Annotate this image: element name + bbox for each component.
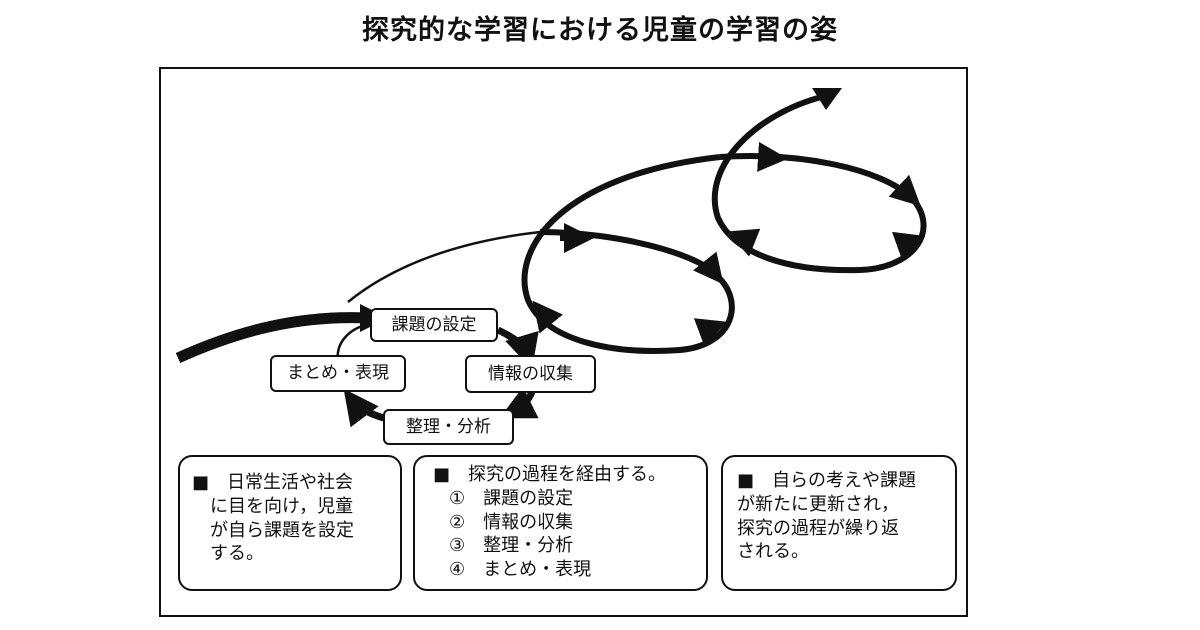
- exit-arrow-head: [812, 88, 842, 110]
- note-middle: ■ 探究の過程を経由する。 ① 課題の設定 ② 情報の収集 ③ 整理・分析 ④ …: [413, 455, 708, 591]
- spiral-connector-1: [347, 230, 541, 303]
- list-item: ③ 整理・分析: [449, 535, 574, 557]
- spiral-loop-3-arrow-a: [757, 141, 788, 172]
- step-box-summary-expression: まとめ・表現: [270, 355, 406, 392]
- spiral-loop-3-arrow-c: [726, 228, 761, 257]
- list-item: ② 情報の収集: [449, 511, 574, 533]
- cycle-arrow-2: [499, 386, 539, 419]
- step-box-organizing-analysis: 整理・分析: [383, 409, 514, 445]
- list-item: ① 課題の設定: [449, 487, 574, 509]
- note-right-text: ■ 自らの考えや課題 が新たに更新され， 探究の過程が繰り返 される。: [737, 470, 917, 563]
- list-item: ④ まとめ・表現: [449, 559, 592, 580]
- step-box-information-gathering: 情報の収集: [465, 355, 596, 393]
- note-right: ■ 自らの考えや課題 が新たに更新され， 探究の過程が繰り返 される。: [721, 455, 957, 591]
- spiral-loop-2-arrow-a: [532, 300, 563, 334]
- spiral-loop-2-arrow-b: [693, 318, 728, 347]
- diagram-frame: [159, 67, 968, 617]
- step-box-problem-setting: 課題の設定: [370, 308, 498, 342]
- note-middle-list: ① 課題の設定 ② 情報の収集 ③ 整理・分析 ④ まとめ・表現: [433, 487, 706, 582]
- diagram-title: 探究的な学習における児童の学習の姿: [362, 15, 838, 46]
- spiral-loop-3-arrow-b: [892, 231, 926, 261]
- note-middle-heading: ■ 探究の過程を経由する。: [433, 464, 667, 485]
- note-left: ■ 日常生活や社会 に目を向け，児童 が自ら課題を設定 する。: [178, 455, 402, 591]
- note-left-text: ■ 日常生活や社会 に目を向け，児童 が自ら課題を設定 する。: [192, 472, 354, 565]
- spiral-top-sweep: [719, 153, 921, 207]
- entry-arrow: [175, 312, 369, 364]
- spiral-loop-2: [521, 154, 735, 354]
- cycle-arrow-3: [343, 388, 385, 428]
- cycle-arrow-1: [496, 326, 539, 370]
